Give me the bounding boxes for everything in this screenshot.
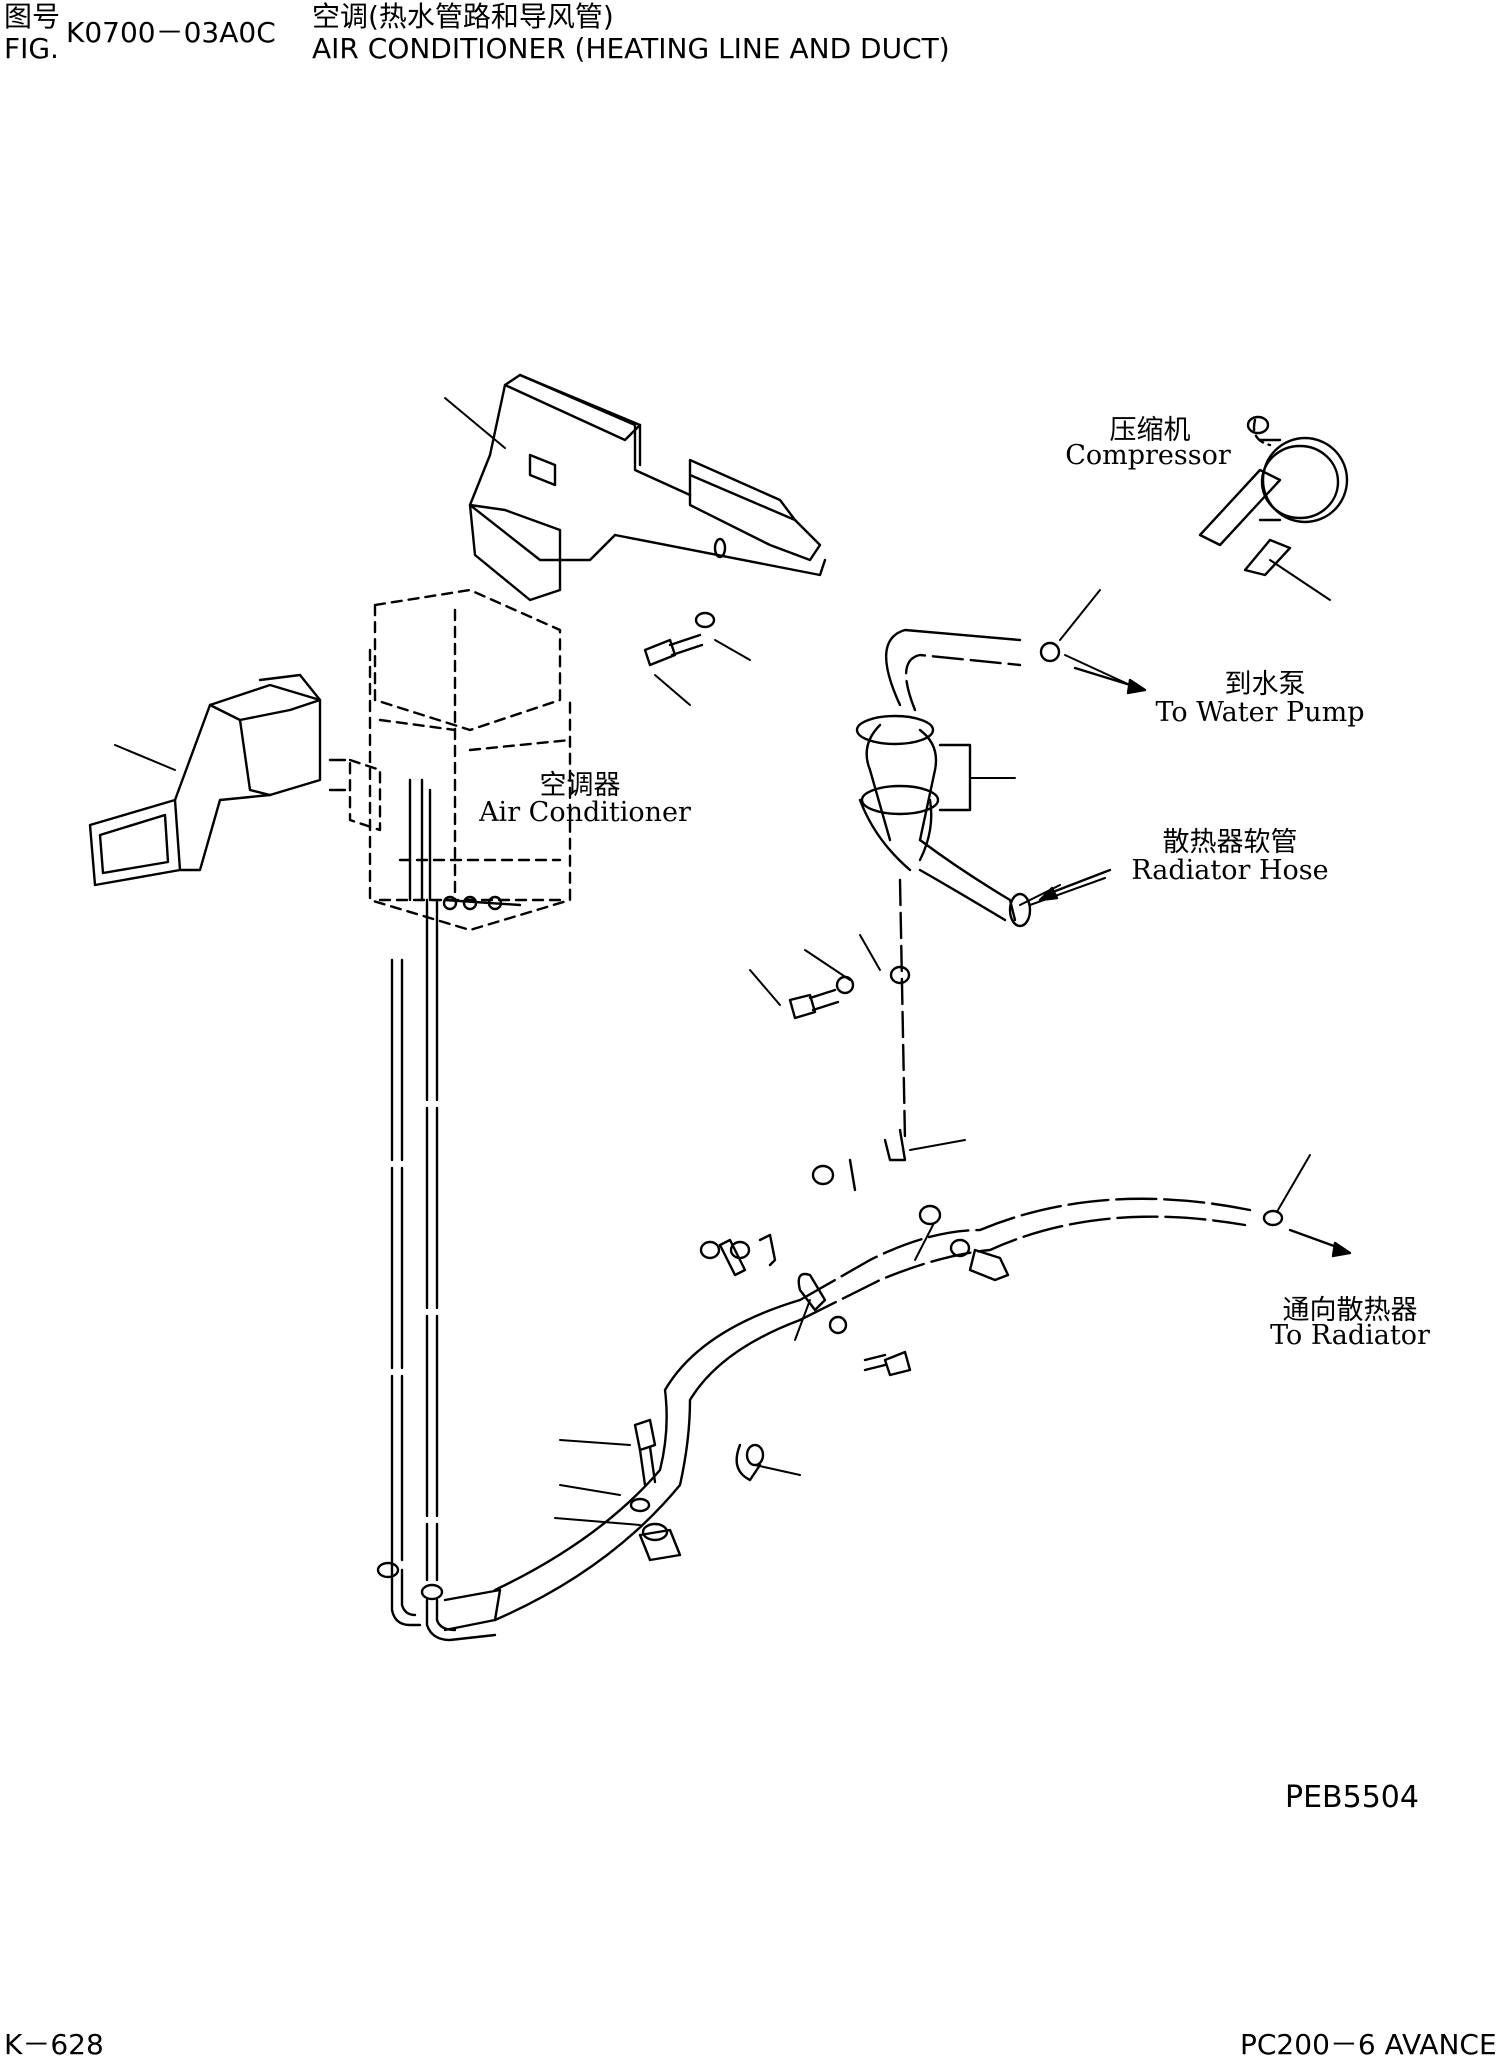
water-pump-label-cn: 到水泵 (1224, 669, 1306, 700)
radiator-hose-label-en: Radiator Hose (1131, 855, 1329, 886)
water-pump-label-en: To Water Pump (1155, 697, 1365, 728)
figure-label-cn: 图号 (4, 0, 61, 33)
return-hose (493, 1197, 1284, 1622)
upper-duct (468, 373, 827, 602)
figure-code: K0700－03A0C (66, 16, 276, 49)
title-cn: 空调(热水管路和导风管) (312, 0, 614, 33)
compressor-label-cn: 压缩机 (1109, 415, 1191, 446)
model-name: PC200－6 AVANCE (1240, 2028, 1497, 2061)
air-conditioner-label-cn: 空调器 (539, 770, 621, 801)
air-conditioner-pipes (328, 758, 522, 911)
page-number: K－628 (4, 2028, 104, 2061)
compressor-label-en: Compressor (1065, 440, 1231, 471)
left-duct (88, 673, 322, 887)
to-radiator-label-en: To Radiator (1270, 1320, 1430, 1351)
radiator-hose (855, 628, 1061, 1142)
title-en: AIR CONDITIONER (HEATING LINE AND DUCT) (312, 32, 950, 65)
figure-label-en: FIG. (4, 32, 59, 65)
radiator-hose-label-cn: 散热器软管 (1162, 827, 1298, 858)
leader-lines (114, 397, 1331, 1526)
air-conditioner-label-en: Air Conditioner (479, 797, 691, 828)
flow-arrows (1038, 666, 1352, 1258)
drawing-code: PEB5504 (1285, 1780, 1419, 1815)
compressor (1198, 415, 1349, 577)
fasteners (629, 611, 1010, 1562)
air-conditioner-unit (348, 588, 572, 932)
heater-pipes (376, 898, 502, 1642)
to-radiator-label-cn: 通向散热器 (1282, 1295, 1418, 1326)
